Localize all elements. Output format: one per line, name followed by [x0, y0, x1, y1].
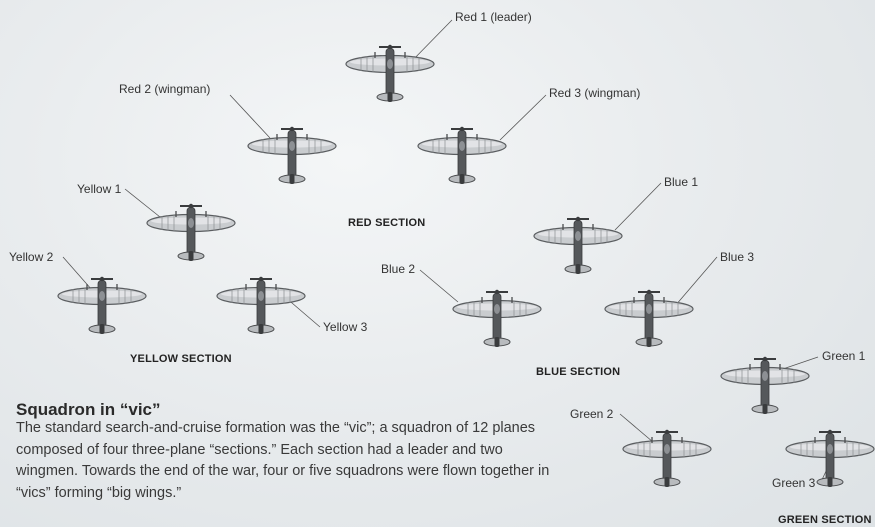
label-yellow1: Yellow 1 — [77, 182, 122, 196]
label-green3: Green 3 — [772, 476, 816, 490]
label-blue2: Blue 2 — [381, 262, 416, 276]
label-red3: Red 3 (wingman) — [549, 86, 641, 100]
section-title-blue: BLUE SECTION — [536, 366, 621, 378]
label-blue3: Blue 3 — [720, 250, 755, 264]
caption-body: The standard search-and-cruise formation… — [16, 420, 550, 501]
label-yellow3: Yellow 3 — [323, 320, 368, 334]
label-red1: Red 1 (leader) — [455, 10, 532, 24]
caption-title: Squadron in “vic” — [16, 400, 161, 419]
plane-icon-blue3 — [604, 288, 694, 348]
plane-icon-yellow1 — [146, 202, 236, 262]
label-green1: Green 1 — [822, 349, 866, 363]
section-title-green: GREEN SECTION — [778, 514, 872, 526]
label-red2: Red 2 (wingman) — [119, 82, 211, 96]
plane-icon-green2 — [622, 428, 712, 488]
section-title-red: RED SECTION — [348, 217, 426, 229]
label-green2: Green 2 — [570, 407, 614, 421]
plane-icon-blue2 — [452, 288, 542, 348]
label-yellow2: Yellow 2 — [9, 250, 54, 264]
plane-icon-blue1 — [533, 215, 623, 275]
plane-icon-red3 — [417, 125, 507, 185]
plane-icon-green1 — [720, 355, 810, 415]
plane-icon-yellow3 — [216, 275, 306, 335]
section-title-yellow: YELLOW SECTION — [130, 353, 232, 365]
plane-icon-red2 — [247, 125, 337, 185]
plane-icon-red1 — [345, 43, 435, 103]
plane-icon-yellow2 — [57, 275, 147, 335]
label-blue1: Blue 1 — [664, 175, 699, 189]
